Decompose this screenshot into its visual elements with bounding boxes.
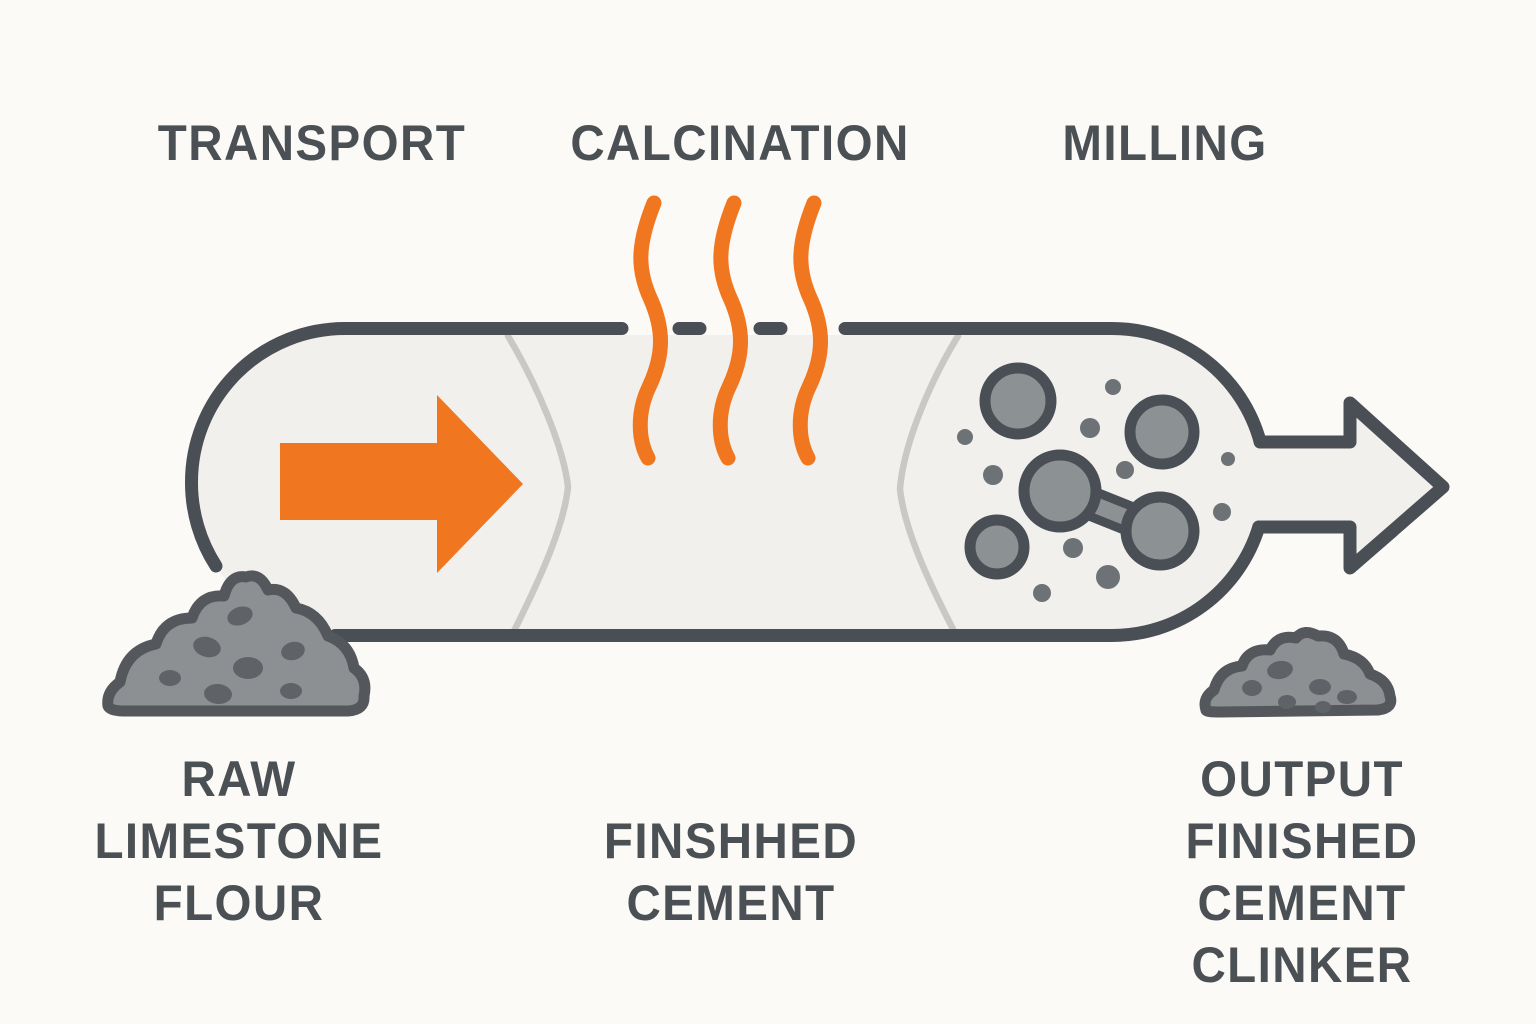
- dust-dot: [957, 429, 973, 445]
- stage-label-milling: MILLING: [1062, 115, 1268, 171]
- label-line: FINSHHED: [603, 813, 859, 869]
- transport-arrow-icon: [280, 395, 523, 573]
- heat-wave-icon: [632, 195, 668, 466]
- grinding-ball: [1120, 491, 1200, 571]
- pile-speck: [227, 606, 253, 626]
- pile-speck: [1242, 680, 1262, 696]
- grinding-ball: [1124, 394, 1200, 470]
- pile-speck: [204, 683, 232, 705]
- pile-speck: [1278, 695, 1296, 709]
- stage-label-calcination: CALCINATION: [570, 115, 910, 171]
- pile-speck: [233, 657, 263, 679]
- pile-speck: [281, 641, 305, 661]
- vessel-outline-top-left: [184, 322, 629, 573]
- pile-speck: [1267, 660, 1293, 680]
- heat-wave-icon: [792, 195, 828, 466]
- dust-dot: [1033, 584, 1051, 602]
- label-line: FINISHED: [1185, 813, 1419, 869]
- section-divider-left: [504, 332, 572, 635]
- pile-speck: [280, 683, 302, 699]
- label-line: CEMENT: [1197, 875, 1407, 931]
- grinding-ball: [964, 514, 1030, 580]
- heat-wave-icon: [712, 195, 748, 466]
- output-arrow-icon: [1252, 396, 1450, 575]
- label-line: RAW: [181, 751, 297, 807]
- vessel-outline-bottom: [328, 520, 1266, 642]
- stage-label-transport: TRANSPORT: [157, 115, 467, 171]
- heat-waves-icon: [632, 195, 828, 466]
- limestone-pile-icon: [102, 570, 371, 717]
- label-line: LIMESTONE: [94, 813, 384, 869]
- dust-dot: [1105, 379, 1121, 395]
- pile-mound: [1199, 627, 1397, 718]
- pile-speck: [193, 636, 221, 658]
- product-label: FINSHHED CEMENT: [604, 810, 858, 934]
- dust-dot: [1096, 565, 1120, 589]
- pile-speck: [1309, 679, 1331, 695]
- label-line: CLINKER: [1191, 937, 1413, 993]
- clinker-pile-icon: [1199, 627, 1397, 718]
- pile-speck: [1337, 690, 1357, 704]
- mill-balls-icon: [957, 362, 1235, 602]
- label-line: FLOUR: [153, 875, 325, 931]
- pile-speck: [1315, 701, 1331, 713]
- grinding-ball: [979, 362, 1057, 440]
- input-material-label: RAW LIMESTONE FLOUR: [94, 748, 383, 934]
- label-line: OUTPUT: [1200, 751, 1404, 807]
- dust-dot: [1116, 461, 1134, 479]
- grinding-ball: [1018, 449, 1102, 533]
- pile-speck: [159, 670, 181, 686]
- dust-dot: [1221, 452, 1235, 466]
- dust-dot: [1080, 418, 1100, 438]
- dust-dot: [1063, 538, 1083, 558]
- label-line: CEMENT: [626, 875, 836, 931]
- vessel-outline-top-right: [838, 322, 1267, 449]
- output-material-label: OUTPUT FINISHED CEMENT CLINKER: [1185, 748, 1418, 996]
- dust-dot: [1213, 503, 1231, 521]
- section-divider-right: [896, 332, 962, 635]
- dust-dot: [983, 465, 1003, 485]
